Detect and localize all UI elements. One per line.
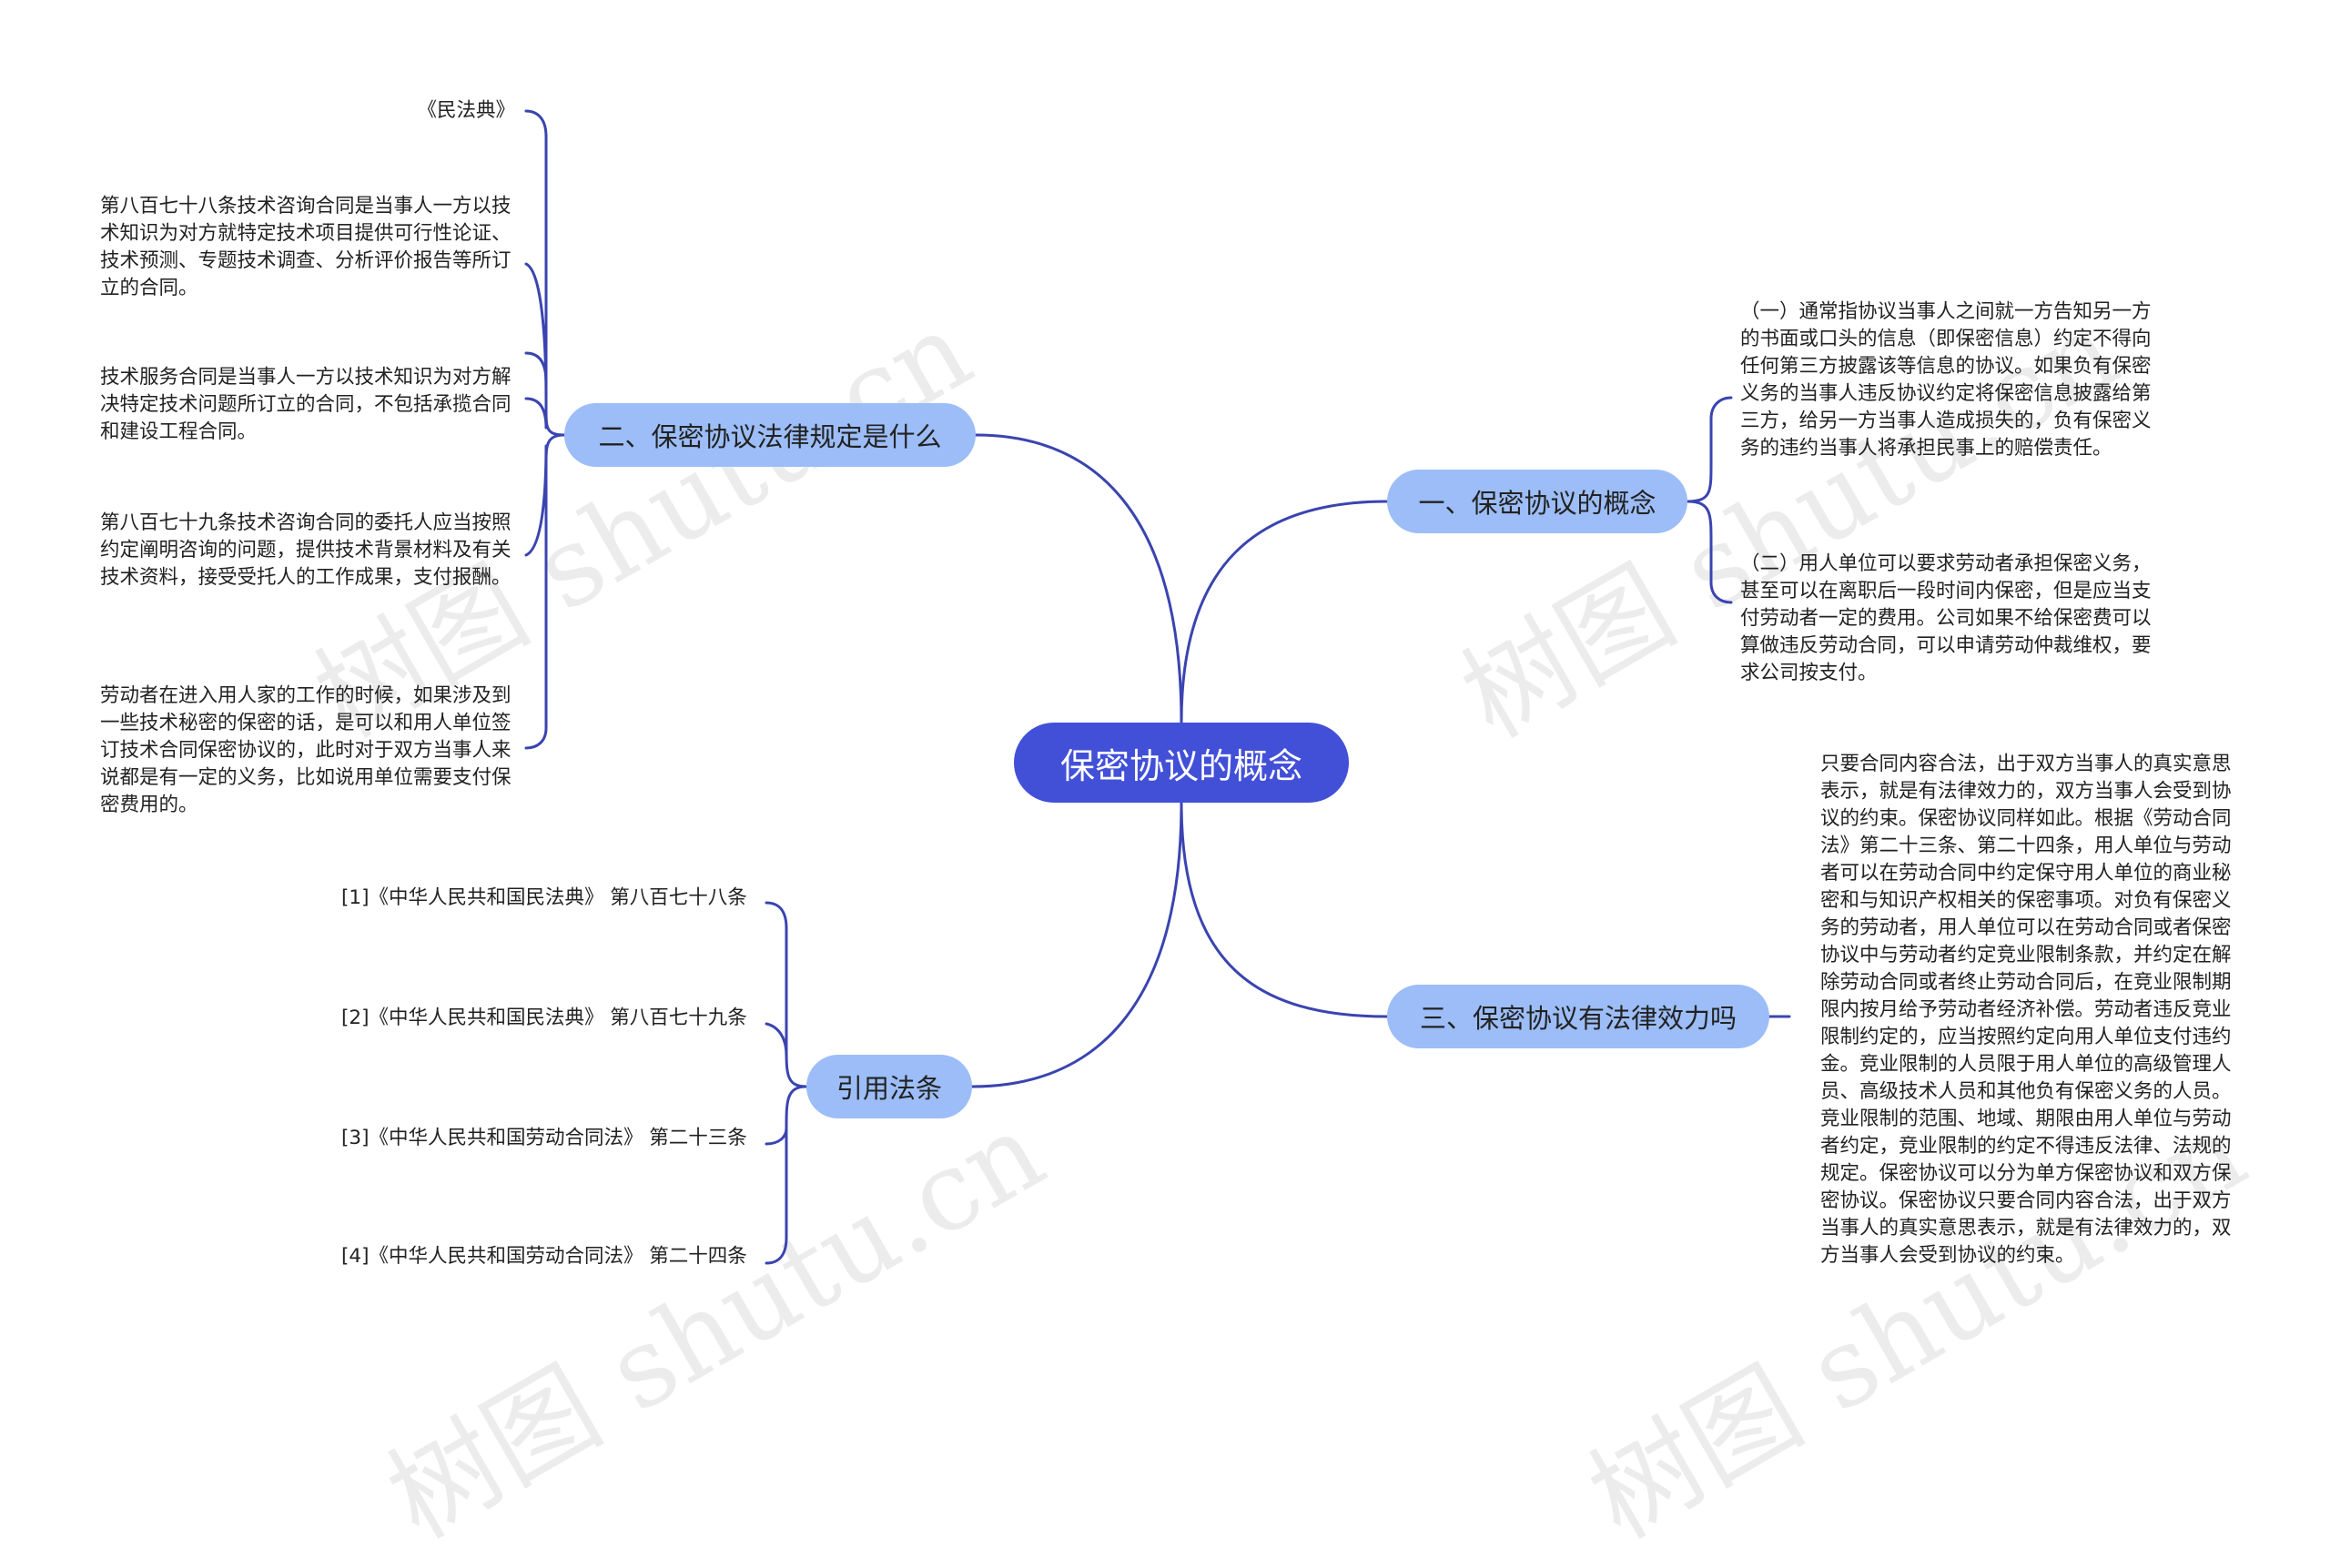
- leaf-concept-1: （一）通常指协议当事人之间就一方告知另一方的书面或口头的信息（即保密信息）约定不…: [1740, 300, 2152, 460]
- leaf-citation-3: [3]《中华人民共和国劳动合同法》 第二十三条: [341, 1127, 747, 1149]
- bracket-cite: [765, 901, 808, 1088]
- leaf-citation-4: [4]《中华人民共和国劳动合同法》 第二十四条: [341, 1245, 747, 1268]
- leaf-worker-confidentiality: 劳动者在进入用人家的工作的时候，如果涉及到一些技术秘密的保密的话，是可以和用人单…: [100, 684, 512, 816]
- branch-legal-effect[interactable]: 三、保密协议有法律效力吗: [1387, 985, 1769, 1048]
- connector-b2-leaf: [524, 262, 548, 402]
- branch-legal-provisions[interactable]: 二、保密协议法律规定是什么: [564, 403, 976, 467]
- leaf-article-879: 第八百七十九条技术咨询合同的委托人应当按照约定阐明咨询的问题，提供技术背景材料及…: [100, 511, 512, 589]
- connector-lines: [524, 109, 1791, 1265]
- connector-b2-leaf: [524, 444, 548, 557]
- connector-b2-leaf: [524, 397, 548, 430]
- root-topic[interactable]: 保密协议的概念: [1014, 723, 1349, 803]
- connector-cite-leaf: [765, 1022, 788, 1057]
- leaf-legal-effect: 只要合同内容合法，出于双方当事人的真实意思表示，就是有法律效力的，双方当事人会受…: [1820, 753, 2232, 1267]
- leaf-citation-1: [1]《中华人民共和国民法典》 第八百七十八条: [341, 886, 747, 909]
- connector-b1-leaf: [1686, 500, 1733, 604]
- connector-root-b1: [1180, 500, 1389, 724]
- connector-b2-leaf: [524, 433, 566, 750]
- connector-root-b3: [1180, 801, 1389, 1018]
- leaf-tech-service: 技术服务合同是当事人一方以技术知识为对方解决特定技术问题所订立的合同，不包括承揽…: [100, 366, 512, 443]
- bracket-b1: [1686, 396, 1733, 503]
- bracket-b2: [524, 109, 566, 437]
- mind-map-canvas: 树图 shutu.cn 树图 shutu.cn 树图 shutu.cn 树图 s…: [100, 99, 2265, 1563]
- connector-root-b2: [974, 433, 1183, 724]
- leaf-citation-2: [2]《中华人民共和国民法典》 第八百七十九条: [341, 1007, 747, 1029]
- leaf-article-878: 第八百七十八条技术咨询合同是当事人一方以技术知识为对方就特定技术项目提供可行性论…: [100, 195, 512, 299]
- connector-b2-leaf: [524, 351, 548, 384]
- branch-concept[interactable]: 一、保密协议的概念: [1387, 470, 1687, 533]
- leaf-civil-code: 《民法典》: [417, 99, 515, 122]
- branch-citations[interactable]: 引用法条: [806, 1055, 972, 1118]
- connector-cite-leaf: [765, 1127, 788, 1265]
- connector-root-cite: [970, 801, 1183, 1088]
- leaf-concept-2: （二）用人单位可以要求劳动者承担保密义务，甚至可以在离职后一段时间内保密，但是应…: [1740, 552, 2152, 684]
